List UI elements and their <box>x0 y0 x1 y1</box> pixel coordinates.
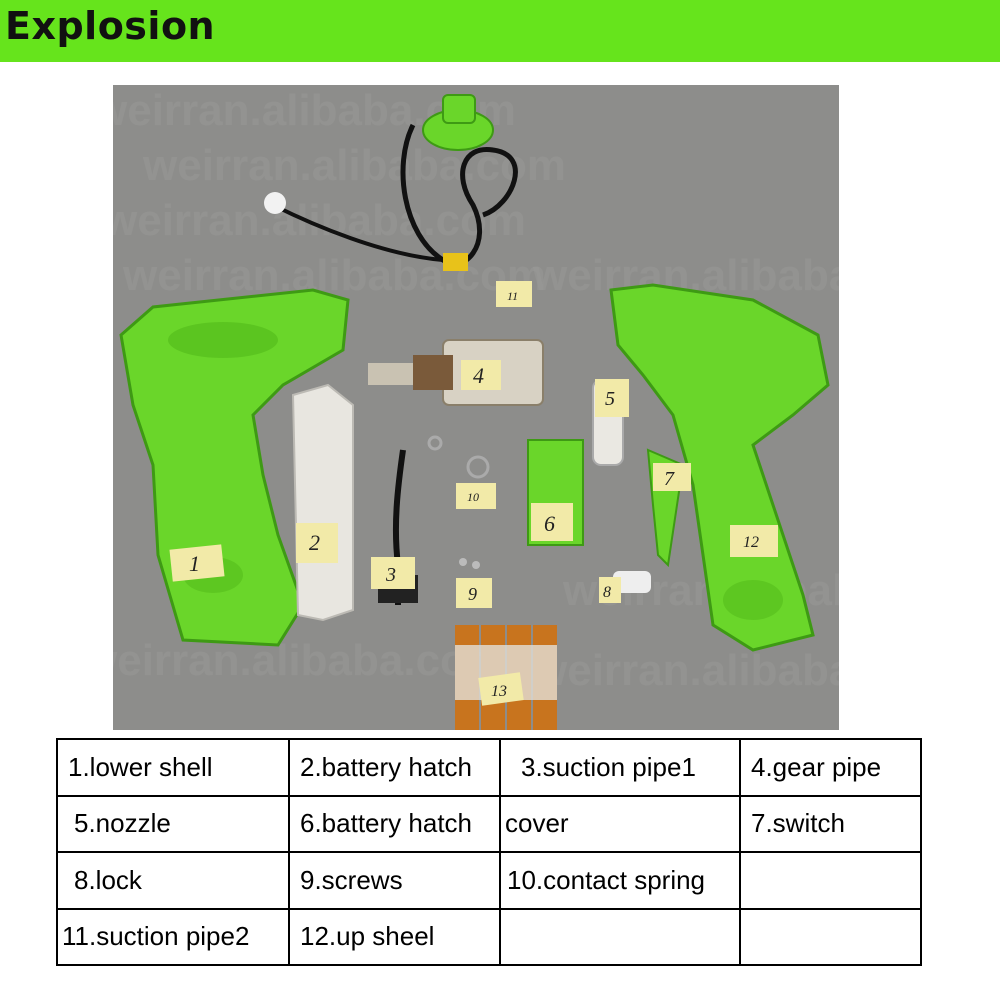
svg-text:11: 11 <box>507 289 518 303</box>
tag-8: 8 <box>599 577 621 603</box>
lock-part <box>613 571 651 593</box>
table-cell: 11.suction pipe2 <box>56 907 290 966</box>
svg-text:9: 9 <box>468 584 477 604</box>
table-row: 5.nozzle 6.battery hatch cover 7.switch <box>56 794 922 853</box>
table-cell <box>499 907 741 966</box>
tag-2: 2 <box>296 523 338 563</box>
table-cell: 4.gear pipe <box>739 738 922 797</box>
battery-hatch-part <box>291 383 354 622</box>
tag-7: 7 <box>653 463 691 491</box>
svg-text:7: 7 <box>664 468 675 490</box>
table-row: 11.suction pipe2 12.up sheel <box>56 907 922 966</box>
table-cell: 12.up sheel <box>288 907 501 966</box>
svg-text:weirran.alibaba.com: weirran.alibaba.com <box>532 646 839 695</box>
svg-text:10: 10 <box>467 490 479 504</box>
tag-1: 1 <box>169 544 225 582</box>
table-cell: cover <box>499 794 741 853</box>
svg-text:4: 4 <box>473 363 484 388</box>
exploded-parts-photo: weirran.alibaba.com weirran.alibaba.com … <box>113 85 839 730</box>
tag-10: 10 <box>456 483 496 509</box>
parts-illustration: weirran.alibaba.com weirran.alibaba.com … <box>113 86 839 730</box>
gear-pipe-part <box>368 339 544 406</box>
screws-part <box>459 558 480 569</box>
svg-text:3: 3 <box>385 564 396 586</box>
tag-13: 13 <box>478 672 524 706</box>
tag-4: 4 <box>461 360 501 390</box>
table-cell: 5.nozzle <box>56 794 290 853</box>
tag-11: 11 <box>496 281 532 307</box>
table-row: 1.lower shell 2.battery hatch 3.suction … <box>56 738 922 797</box>
svg-text:1: 1 <box>189 551 200 576</box>
svg-text:12: 12 <box>743 534 759 551</box>
table-cell: 2.battery hatch <box>288 738 501 797</box>
page-title: Explosion <box>5 4 216 48</box>
tag-6: 6 <box>531 503 573 541</box>
table-cell <box>739 851 922 910</box>
svg-text:13: 13 <box>491 683 507 700</box>
svg-text:8: 8 <box>603 584 611 601</box>
table-cell: 8.lock <box>56 851 290 910</box>
contact-spring-part <box>427 435 490 479</box>
tag-5: 5 <box>595 379 629 417</box>
tag-12: 12 <box>730 525 778 557</box>
svg-text:5: 5 <box>605 388 615 410</box>
up-shell-part <box>609 283 830 652</box>
svg-text:weirran.alibaba.com: weirran.alibaba.com <box>122 251 546 300</box>
table-row: 8.lock 9.screws 10.contact spring <box>56 851 922 910</box>
parts-legend-table: 1.lower shell 2.battery hatch 3.suction … <box>56 738 922 966</box>
tag-3: 3 <box>371 557 415 589</box>
table-cell: 10.contact spring <box>499 851 741 910</box>
svg-text:weirran.alibaba.com: weirran.alibaba.com <box>113 636 506 685</box>
tag-9: 9 <box>456 578 492 608</box>
svg-text:weirran.alibaba.com: weirran.alibaba.com <box>113 196 526 245</box>
table-cell: 9.screws <box>288 851 501 910</box>
header-banner: Explosion <box>0 0 1000 62</box>
table-cell: 3.suction pipe1 <box>499 738 741 797</box>
svg-text:2: 2 <box>309 530 320 555</box>
table-cell: 7.switch <box>739 794 922 853</box>
table-cell <box>739 907 922 966</box>
table-cell: 6.battery hatch <box>288 794 501 853</box>
svg-text:weirran.alibaba.com: weirran.alibaba.com <box>142 141 566 190</box>
svg-text:6: 6 <box>544 511 555 536</box>
suction-pipe2-part <box>400 123 518 267</box>
table-cell: 1.lower shell <box>56 738 290 797</box>
